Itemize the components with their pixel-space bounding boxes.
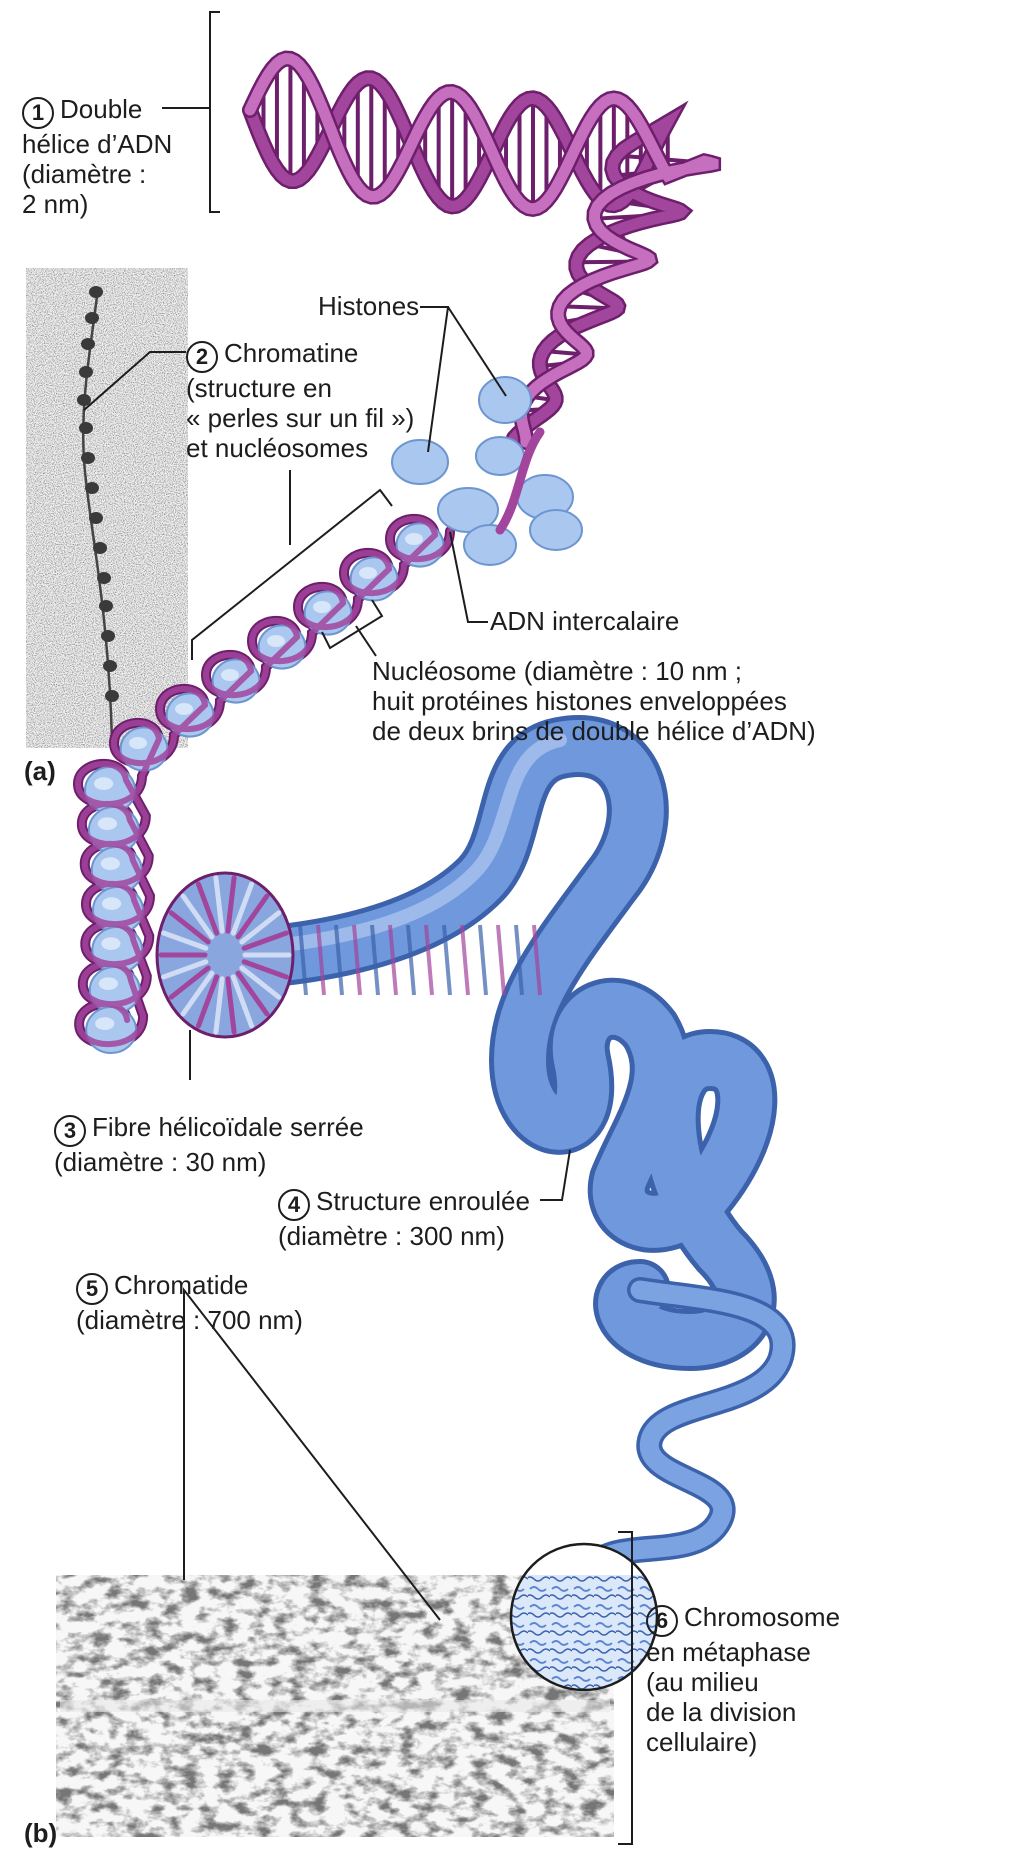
micrograph-bead [85, 482, 99, 494]
micrograph-bead [97, 572, 111, 584]
leader-histones-left [420, 307, 448, 452]
histone-disc [479, 377, 531, 423]
step-number-3: 3 [54, 1115, 86, 1147]
micrograph-bead [99, 600, 113, 612]
leader-chromatid [184, 1290, 440, 1620]
fiber-tube-stripe [462, 925, 468, 995]
nucleosome-highlight [99, 977, 118, 990]
nucleosome-highlight [94, 777, 113, 790]
leader-coiled [540, 1150, 570, 1200]
label-fiber: 3Fibre hélicoïdale serrée (diamètre : 30… [54, 1112, 364, 1177]
leader-histones-right [448, 307, 506, 396]
micrograph-bead [81, 452, 95, 464]
nucleosome-highlight [313, 601, 331, 613]
micrograph-bead [81, 338, 95, 350]
nucleosome-highlight [405, 533, 423, 545]
micrograph-a [26, 268, 188, 748]
micrograph-bead [77, 394, 91, 406]
nucleosome-highlight [175, 703, 193, 715]
histone-disc [476, 437, 524, 475]
micrograph-bead [93, 542, 107, 554]
label-dna-helix: 1Double hélice d’ADN (diamètre : 2 nm) [22, 94, 172, 219]
nucleosome-highlight [101, 857, 120, 870]
micrograph-bead [101, 630, 115, 642]
micrograph-b-sister-gap [60, 1700, 610, 1712]
micrograph-a-grain [26, 268, 188, 748]
histone-disc [464, 525, 516, 565]
label-chromatin: 2Chromatine (structure en « perles sur u… [186, 338, 414, 463]
panel-label-a: (a) [24, 756, 56, 787]
nucleosome-highlight [359, 567, 377, 579]
nucleosome-highlight [129, 737, 147, 749]
step-number-5: 5 [76, 1273, 108, 1305]
step-number-4: 4 [278, 1189, 310, 1221]
step-number-2: 2 [186, 341, 218, 373]
leader-nucleosome [356, 626, 376, 656]
micrograph-bead [103, 660, 117, 672]
micrograph-bead [79, 366, 93, 378]
histone-disc [530, 510, 582, 550]
label-nucleosome: Nucléosome (diamètre : 10 nm ; huit prot… [372, 656, 816, 746]
nucleosome-highlight [102, 897, 121, 910]
fiber-tube-stripe [480, 925, 486, 995]
micrograph-bead [89, 512, 103, 524]
panel-label-b: (b) [24, 1818, 57, 1849]
label-linker-dna: ADN intercalaire [490, 606, 679, 636]
bracket-dna-helix [210, 12, 220, 212]
nucleosome-highlight [95, 1017, 114, 1030]
nucleosome-highlight [101, 937, 120, 950]
micrograph-bead [85, 312, 99, 324]
nucleosome-highlight [221, 669, 239, 681]
micrograph-bead [79, 422, 93, 434]
label-histones: Histones [318, 291, 419, 321]
step-number-6: 6 [646, 1605, 678, 1637]
nucleosome-highlight [98, 817, 117, 830]
label-coiled: 4Structure enroulée (diamètre : 300 nm) [278, 1186, 530, 1251]
step-number-1: 1 [22, 97, 54, 129]
label-chromatid: 5Chromatide (diamètre : 700 nm) [76, 1270, 303, 1335]
label-chromosome: 6Chromosome en métaphase (au milieu de l… [646, 1602, 840, 1757]
fiber-tube-stripe [498, 925, 504, 995]
nucleosome-highlight [267, 635, 285, 647]
micrograph-bead [105, 690, 119, 702]
micrograph-bead [89, 286, 103, 298]
